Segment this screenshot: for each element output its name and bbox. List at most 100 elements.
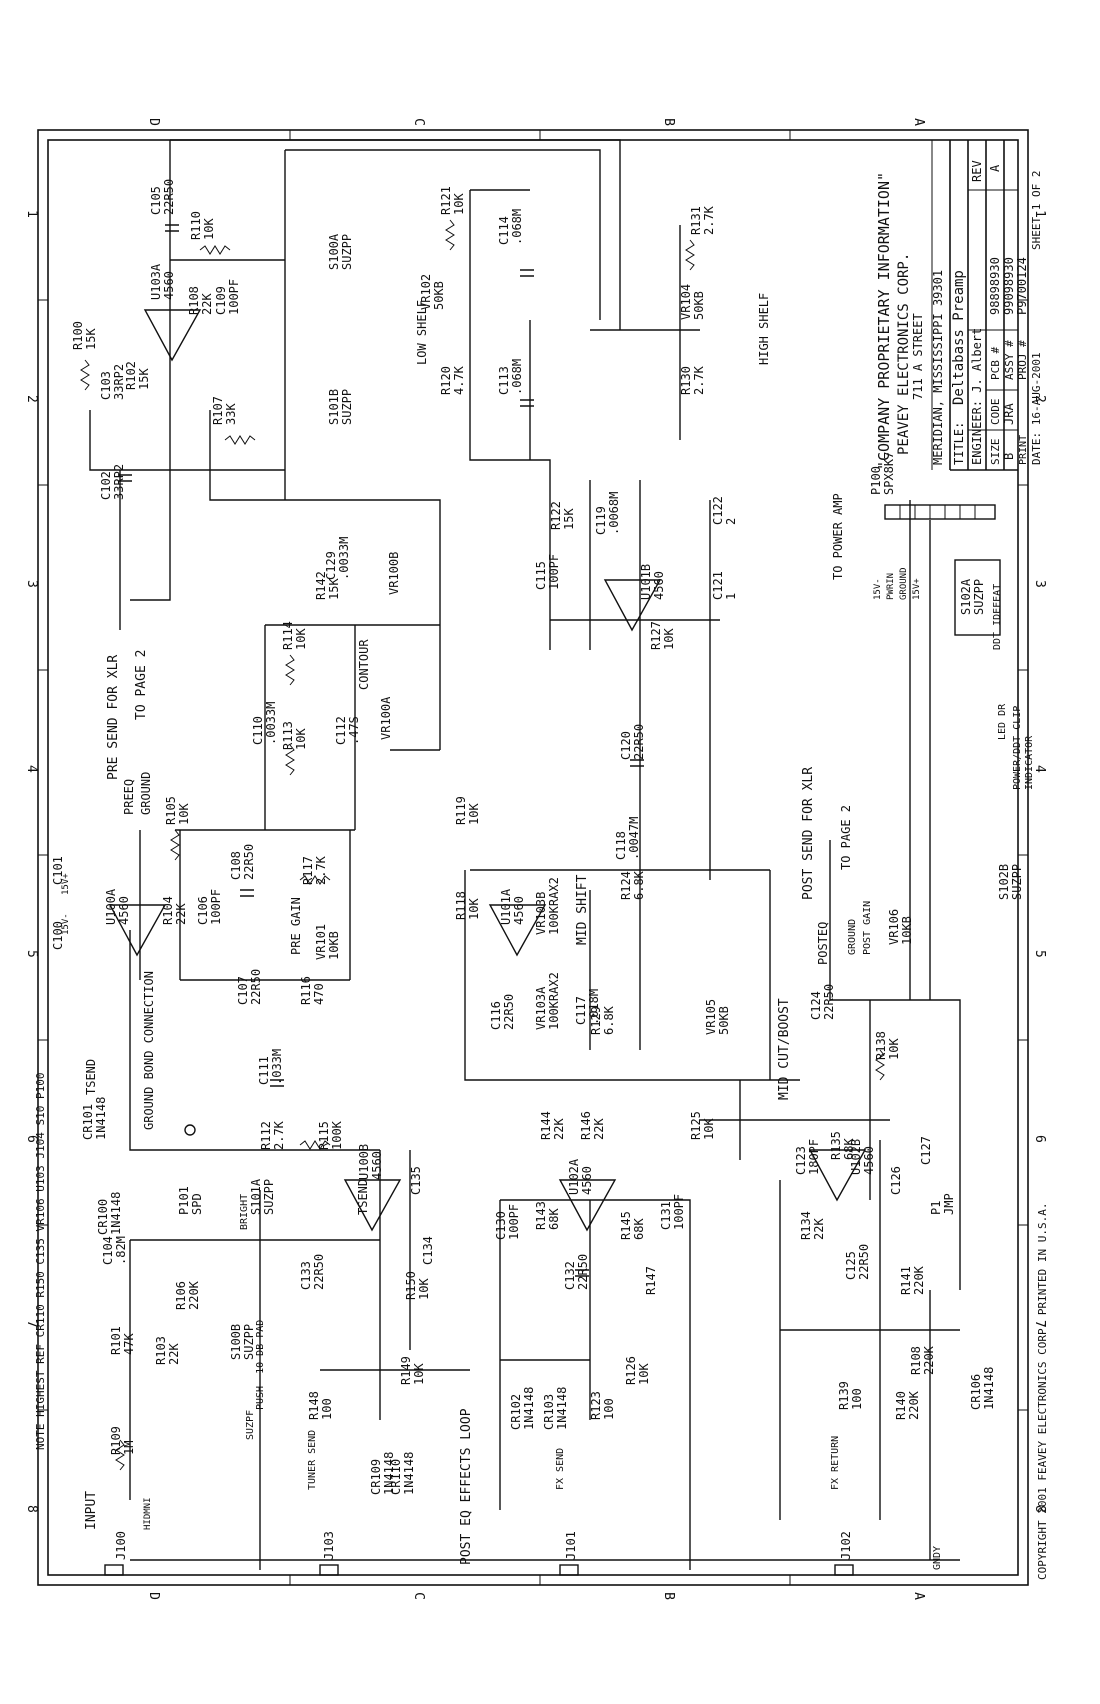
component-ref: R121 [439,186,453,215]
component-ref: U102B [849,1139,863,1175]
row-label-d-top: D [146,118,161,126]
component-value: 22K [174,903,188,925]
col-label-8-right: 8 [1032,1505,1047,1513]
component-value: SPX8K7 [882,452,896,495]
component-value: 22R50 [312,1254,326,1290]
component-ref: VR101 [314,924,328,960]
component-ref: R115 [317,1121,331,1150]
component-value: .0047M [627,817,641,860]
component-value: 10K [452,193,466,215]
opamp-u101b-symbol [603,579,662,632]
component-value: 2 [724,518,738,525]
component-value: 22R50 [822,984,836,1020]
rev-label: REV [970,160,984,182]
col-label-7-left: 7 [24,1320,39,1328]
post-send-xlr-label: POST SEND FOR XLR [801,767,816,900]
component-value: 1 [724,593,738,600]
col-label-5-left: 5 [24,950,39,958]
p100-pin4-label: 15V+ [912,578,922,600]
component-value: 22K [592,1118,606,1140]
component-ref: S100A [327,233,341,270]
component-ref: P100 [869,466,883,495]
component-c100: C100 [51,921,65,950]
component-ref: R135 [829,1131,843,1160]
component-ref: S102B [997,864,1011,900]
component-value: 47K [122,1333,136,1355]
component-value: SUZPP [1010,864,1024,900]
component-ref: C133 [299,1261,313,1290]
component-value: 100KRAX2 [547,877,561,935]
gndy-label: GNDY [932,1546,943,1570]
component-value: 1N4148 [382,1452,396,1495]
component-value: .47S [347,716,361,745]
component-c118: C118.0047M [614,817,641,860]
component-ref: R113 [281,721,295,750]
component-ref: R141 [899,1266,913,1295]
opamp-u100a-symbol [108,904,167,957]
capacitor-symbols [118,224,644,1277]
component-ref: R149 [399,1356,413,1385]
code-label: CODE [989,399,1002,426]
high-shelf-label: HIGH SHELF [757,293,771,365]
component-ref: S102A [959,578,973,615]
component-c129: C129.0033M [324,537,351,580]
resistor-r131-symbol [685,239,695,271]
proj-label: PROJ # [1016,340,1029,380]
component-j101: J101 [564,1531,578,1560]
component-value: SUZPP [262,1179,276,1215]
resistor-r115-symbol [299,1140,331,1150]
preeq-label: PREEQ [122,779,136,815]
component-value: 22R50 [576,1254,590,1290]
component-value: 4.7K [452,365,466,395]
component-value: 100PF [227,279,241,315]
component-ref: R108 [187,286,201,315]
component-ref: C100 [51,921,65,950]
component-c117: C117.018M [574,989,601,1025]
component-ref: R145 [619,1211,633,1240]
component-value: 10K [467,898,481,920]
component-value: 1M [122,1441,136,1455]
component-value: 10K [294,628,308,650]
rail-neg-label: 15V- [61,913,71,935]
component-ref: C134 [421,1236,435,1265]
component-value: 220K [922,1345,936,1375]
component-ref: R127 [649,621,663,650]
component-value: 22R50 [249,969,263,1005]
component-ref: C116 [489,1001,503,1030]
opamp-u101a-symbol [488,904,547,957]
component-value: 10K [467,803,481,825]
component-ref: R130 [679,366,693,395]
component-value: 50KB [432,281,446,310]
component-value: 10KB [900,916,914,945]
component-ref: R110 [189,211,203,240]
capacitor-c114-symbol [520,269,534,277]
component-ref: R116 [299,976,313,1005]
title-label: TITLE: [952,422,966,465]
component-c104: C104.82M [101,1236,128,1265]
component-ref: R138 [874,1031,888,1060]
opamp-u102a-symbol [558,1179,617,1232]
